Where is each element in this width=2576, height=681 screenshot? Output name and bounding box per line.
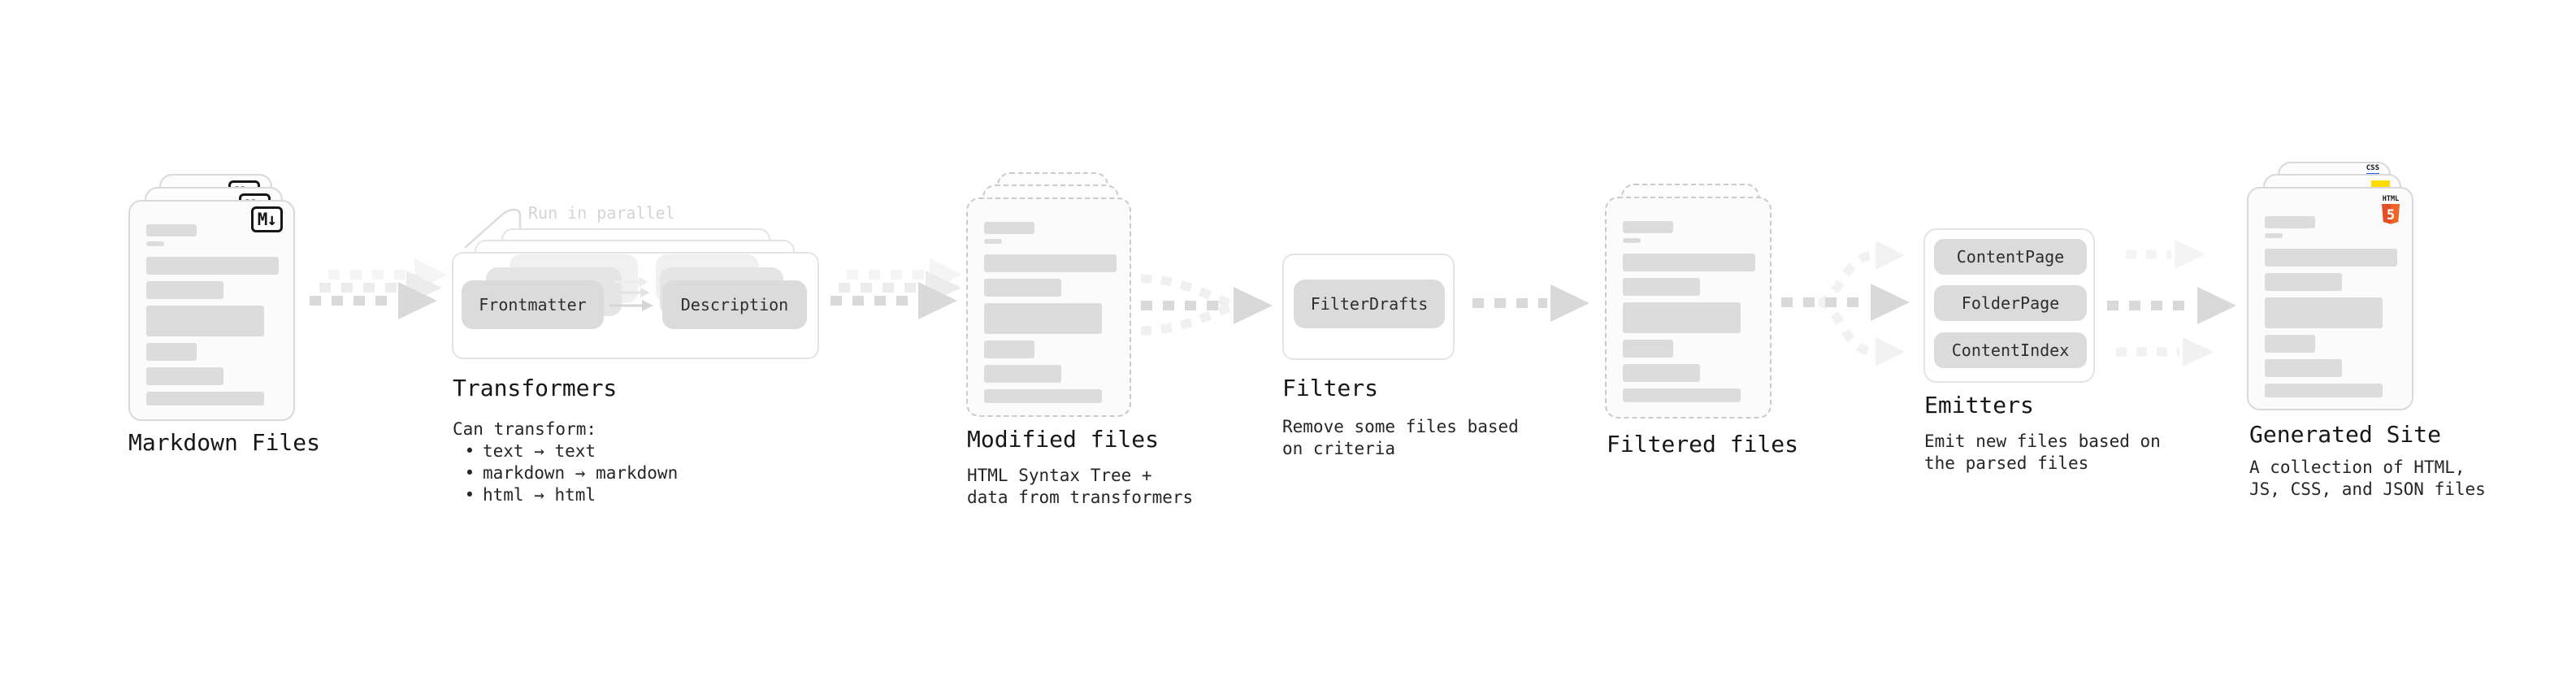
stage-title-filtered: Filtered files [1607, 431, 1799, 458]
frontmatter-pill: Frontmatter [462, 280, 604, 329]
svg-text:HTML: HTML [2383, 195, 2399, 203]
placeholder-bar [1623, 238, 1641, 243]
bullet-glyph: • [464, 441, 475, 461]
placeholder-bar [984, 254, 1117, 272]
placeholder-bar [146, 306, 264, 336]
filtered-file-card-front [1605, 197, 1772, 419]
placeholder-bar [2265, 384, 2383, 397]
placeholder-bar [984, 340, 1034, 358]
arrow-filters-to-filtered [1472, 284, 1589, 322]
arrow-transformers-to-modified [830, 258, 962, 319]
notes-title: Can transform: [453, 419, 597, 439]
document-placeholder-lines [984, 222, 1117, 403]
stage-title-transformers: Transformers [453, 375, 618, 401]
html5-icon: HTML 5 [2380, 194, 2401, 225]
stage-title-emitters: Emitters [1924, 392, 2034, 419]
markdown-icon: M↓ [250, 206, 283, 232]
filterdrafts-pill: FilterDrafts [1294, 280, 1445, 328]
notes-item: •markdown → markdown [464, 463, 679, 483]
document-placeholder-lines [1623, 221, 1755, 402]
stage-subtitle-emitters: Emit new files based on the parsed files [1924, 432, 2161, 473]
placeholder-bar [146, 241, 164, 246]
contentindex-pill-label: ContentIndex [1951, 340, 2070, 360]
stage-subtitle-generated: A collection of HTML, JS, CSS, and JSON … [2249, 458, 2486, 499]
placeholder-bar [146, 392, 264, 406]
placeholder-bar [1623, 364, 1700, 382]
placeholder-bar [2265, 249, 2397, 267]
contentpage-pill: ContentPage [1934, 239, 2087, 275]
placeholder-bar [2265, 335, 2315, 353]
arrow-markdown-to-transformers [310, 258, 448, 319]
document-placeholder-lines [146, 224, 279, 406]
placeholder-bar [984, 279, 1061, 297]
arrow-emitters-to-generated [2107, 240, 2236, 367]
generated-html-file-card: HTML 5 [2247, 187, 2413, 410]
stage-title-modified: Modified files [967, 426, 1160, 453]
filterdrafts-pill-label: FilterDrafts [1310, 294, 1429, 314]
placeholder-bar [146, 281, 223, 299]
description-pill: Description [662, 280, 807, 329]
placeholder-bar [1623, 340, 1673, 358]
frontmatter-pill-label: Frontmatter [479, 295, 587, 314]
placeholder-bar [984, 303, 1102, 334]
stage-title-filters: Filters [1282, 375, 1379, 401]
placeholder-bar [2265, 233, 2283, 238]
js-file-icon [2371, 180, 2390, 188]
document-placeholder-lines [2265, 216, 2397, 397]
placeholder-bar [146, 343, 197, 361]
placeholder-bar [2265, 359, 2342, 377]
notes-item: •html → html [464, 485, 596, 505]
bullet-glyph: • [464, 463, 475, 483]
stage-subtitle-filters: Remove some files based on criteria [1282, 417, 1519, 458]
notes-item: •text → text [464, 441, 596, 461]
placeholder-bar [2265, 273, 2342, 291]
modified-file-card-front [966, 197, 1131, 417]
folderpage-pill-label: FolderPage [1961, 293, 2060, 313]
placeholder-bar [984, 222, 1034, 234]
stage-subtitle-modified: HTML Syntax Tree + data from transformer… [967, 466, 1194, 507]
placeholder-bar [146, 224, 197, 236]
placeholder-bar [1623, 221, 1673, 233]
contentpage-pill-label: ContentPage [1956, 247, 2065, 267]
bullet-glyph: • [464, 485, 475, 505]
placeholder-bar [984, 239, 1002, 244]
arrow-filtered-to-emitters-fork [1781, 241, 1910, 367]
placeholder-bar [146, 257, 279, 275]
placeholder-bar [984, 389, 1102, 403]
placeholder-bar [1623, 302, 1741, 333]
transformers-notes: Can transform: •text → text •markdown → … [453, 418, 678, 505]
placeholder-bar [984, 365, 1061, 383]
placeholder-bar [146, 367, 223, 385]
arrow-modified-to-filters-merge [1140, 274, 1273, 336]
placeholder-bar [1623, 254, 1755, 271]
placeholder-bar [1623, 388, 1741, 402]
description-pill-label: Description [680, 295, 789, 314]
parallel-note: Run in parallel [528, 203, 675, 223]
svg-text:5: 5 [2387, 207, 2395, 223]
contentindex-pill: ContentIndex [1934, 332, 2087, 368]
placeholder-bar [2265, 297, 2383, 328]
folderpage-pill: FolderPage [1934, 285, 2087, 321]
placeholder-bar [1623, 278, 1700, 296]
stage-title-generated: Generated Site [2249, 421, 2442, 448]
markdown-file-card-front: M↓ [128, 200, 295, 421]
placeholder-bar [2265, 216, 2315, 228]
stage-title-markdown: Markdown Files [128, 429, 321, 456]
